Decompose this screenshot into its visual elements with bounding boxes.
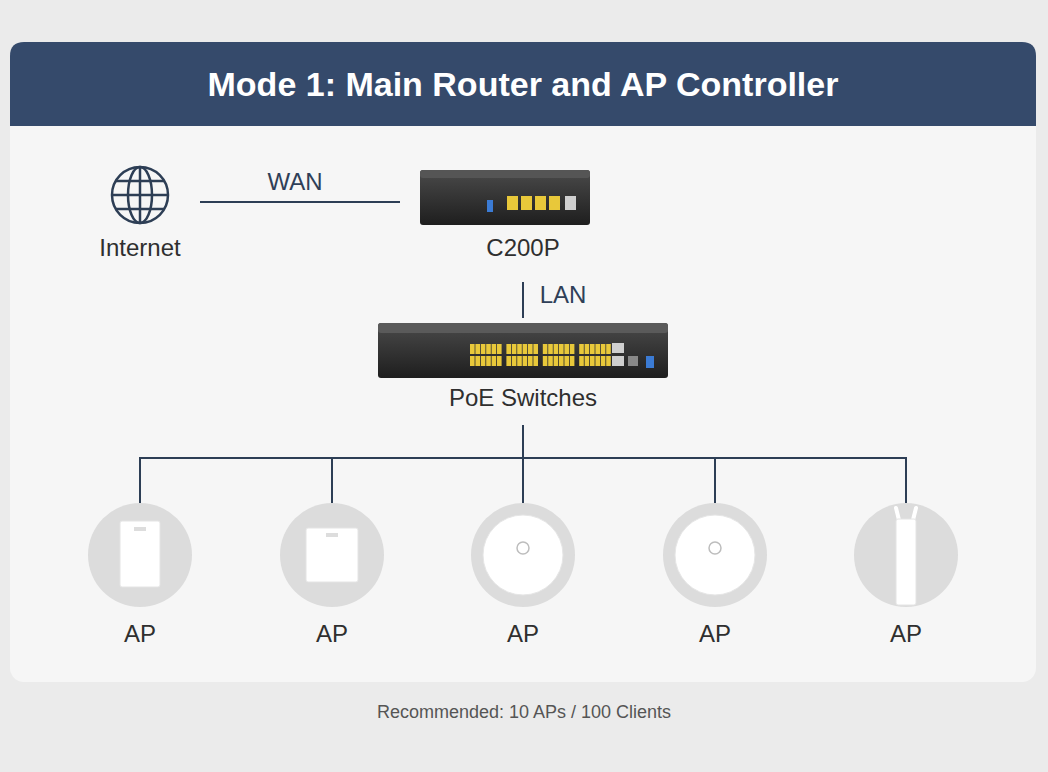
switch-port <box>492 356 497 366</box>
title: Mode 1: Main Router and AP Controller <box>10 42 1036 126</box>
caption: Recommended: 10 APs / 100 Clients <box>0 702 1048 723</box>
switch-port <box>481 344 486 354</box>
switch-port <box>517 344 522 354</box>
router-device <box>420 170 590 225</box>
switch-port <box>554 344 559 354</box>
router-node: C200P <box>400 165 646 282</box>
switch-port <box>506 344 511 354</box>
node-label: C200P <box>486 234 559 262</box>
switch-port <box>564 356 569 366</box>
switch-port <box>595 356 600 366</box>
switch-port <box>590 356 595 366</box>
switch-port <box>564 344 569 354</box>
switch-port <box>486 356 491 366</box>
switch-port <box>590 344 595 354</box>
globe-icon <box>112 167 168 223</box>
switch-port <box>517 356 522 366</box>
switch-port <box>497 356 502 366</box>
switch-port <box>481 356 486 366</box>
switch-port <box>548 356 553 366</box>
switch-port <box>506 356 511 366</box>
connector-line <box>523 425 715 503</box>
switch-port <box>579 356 584 366</box>
connector-line <box>523 425 906 503</box>
switch-port <box>497 344 502 354</box>
switch-port <box>528 344 533 354</box>
switch-port <box>533 344 538 354</box>
switch-port <box>548 344 553 354</box>
ap-node: AP <box>272 503 392 648</box>
switch-port <box>579 344 584 354</box>
connector-line <box>140 425 523 503</box>
ap-node: AP <box>80 503 200 648</box>
switch-port <box>523 356 528 366</box>
node-label: AP <box>890 620 922 648</box>
switch-port <box>512 344 517 354</box>
switch-node: PoE Switches <box>378 318 668 425</box>
switch-port <box>533 356 538 366</box>
connector-label: WAN <box>267 168 322 196</box>
switch-port <box>559 344 564 354</box>
connector-line <box>200 201 400 203</box>
node-label: AP <box>316 620 348 648</box>
switch-port <box>585 344 590 354</box>
switch-port <box>606 344 611 354</box>
ap-node: AP <box>463 503 583 648</box>
card <box>10 42 1036 682</box>
node-label: Internet <box>99 234 180 262</box>
switch-port <box>470 356 475 366</box>
node-label: AP <box>124 620 156 648</box>
switch-port <box>470 344 475 354</box>
connector-label: LAN <box>540 281 587 309</box>
switch-port <box>570 356 575 366</box>
switch-port <box>486 344 491 354</box>
switch-device <box>378 323 668 378</box>
connector-line <box>332 425 523 503</box>
switch-port <box>570 344 575 354</box>
switch-port <box>543 344 548 354</box>
switch-port <box>492 344 497 354</box>
ap-icons <box>88 503 958 607</box>
ap-node: AP <box>846 503 966 648</box>
switch-port <box>528 356 533 366</box>
switch-port <box>475 344 480 354</box>
switch-port <box>523 344 528 354</box>
switch-port <box>475 356 480 366</box>
switch-port <box>585 356 590 366</box>
switch-port <box>512 356 517 366</box>
switch-port <box>606 356 611 366</box>
switch-port <box>601 344 606 354</box>
switch-port <box>559 356 564 366</box>
internet-node: Internet <box>80 160 200 262</box>
header-band <box>10 42 1036 126</box>
switch-port <box>601 356 606 366</box>
node-label: AP <box>699 620 731 648</box>
node-label: PoE Switches <box>449 384 597 412</box>
connector-line <box>522 282 524 318</box>
switch-port <box>554 356 559 366</box>
ap-node: AP <box>655 503 775 648</box>
node-label: AP <box>507 620 539 648</box>
switch-port <box>543 356 548 366</box>
switch-port <box>595 344 600 354</box>
